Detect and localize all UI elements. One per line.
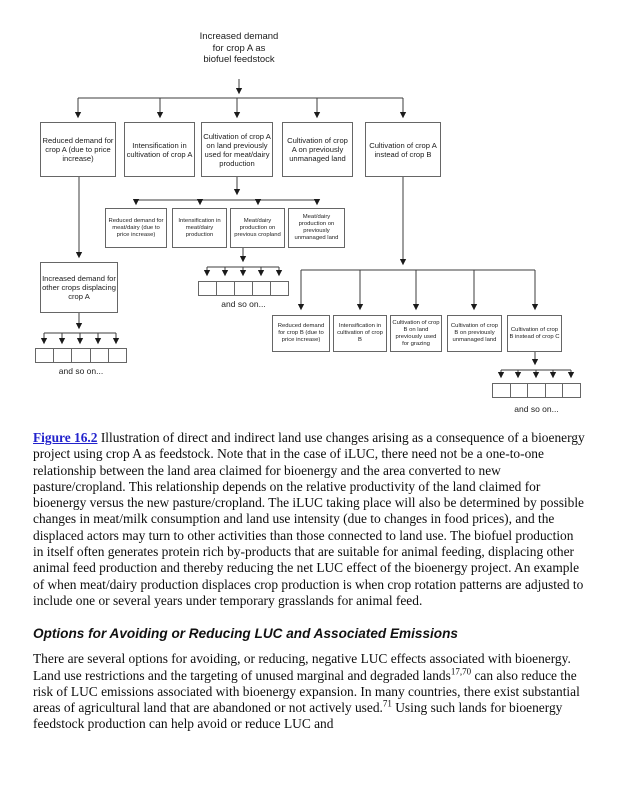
- figure-16-2-diagram: Increased demand for crop A as biofuel f…: [35, 31, 581, 414]
- placeholder-box: [270, 281, 289, 296]
- and-so-on-label-left: and so on...: [58, 366, 104, 376]
- placeholder-box: [71, 348, 91, 363]
- text-column: Figure 16.2 Illustration of direct and i…: [33, 430, 586, 733]
- figure-caption-text: Illustration of direct and indirect land…: [33, 430, 585, 608]
- placeholder-box: [198, 281, 217, 296]
- box-crop-a-instead-crop-b: Cultivation of crop A instead of crop B: [365, 122, 441, 177]
- body-paragraph: There are several options for avoiding, …: [33, 651, 586, 732]
- and-so-on-label-right: and so on...: [514, 404, 559, 414]
- box-crop-b-grazing-land: Cultivation of crop B on land previously…: [390, 315, 442, 352]
- placeholder-boxes-left: [35, 348, 128, 363]
- body-text-3: Using such lands for bioenergy feedstock…: [33, 700, 563, 732]
- root-demand-label: Increased demand for crop A as biofuel f…: [199, 31, 279, 65]
- box-reduced-demand-meat-dairy: Reduced demand for meat/dairy (due to pr…: [105, 208, 167, 248]
- box-intensification-crop-a: Intensification in cultivation of crop A: [124, 122, 195, 177]
- box-reduced-demand-crop-b: Reduced demand for crop B (due to price …: [272, 315, 330, 352]
- citation-ref-71[interactable]: 71: [382, 698, 392, 709]
- placeholder-box: [107, 348, 128, 363]
- placeholder-box: [527, 383, 546, 398]
- placeholder-boxes-right: [492, 383, 581, 398]
- placeholder-box: [492, 383, 511, 398]
- placeholder-box: [252, 281, 271, 296]
- connector-lines: [40, 79, 575, 379]
- placeholder-box: [509, 383, 529, 398]
- box-meat-dairy-previous-cropland: Meat/dairy production on previous cropla…: [230, 208, 285, 248]
- box-intensification-meat-dairy: Intensification in meat/dairy production: [172, 208, 227, 248]
- placeholder-box: [53, 348, 73, 363]
- and-so-on-label-middle: and so on...: [221, 299, 266, 309]
- placeholder-box: [35, 348, 55, 363]
- placeholder-boxes-middle: [198, 281, 289, 296]
- box-reduced-demand-crop-a: Reduced demand for crop A (due to price …: [40, 122, 116, 177]
- figure-caption: Figure 16.2 Illustration of direct and i…: [33, 430, 586, 609]
- box-crop-b-instead-crop-c: Cultivation of crop B instead of crop C: [507, 315, 562, 352]
- citation-ref-17-70[interactable]: 17,70: [450, 666, 472, 677]
- placeholder-box: [562, 383, 581, 398]
- box-intensification-crop-b: Intensification in cultivation of crop B: [333, 315, 387, 352]
- box-cultivation-unmanaged-land: Cultivation of crop A on previously unma…: [282, 122, 353, 177]
- section-heading: Options for Avoiding or Reducing LUC and…: [33, 626, 458, 642]
- figure-16-2-link[interactable]: Figure 16.2: [33, 430, 98, 445]
- placeholder-box: [216, 281, 235, 296]
- placeholder-box: [234, 281, 253, 296]
- box-cultivation-meat-dairy-land: Cultivation of crop A on land previously…: [201, 122, 273, 177]
- placeholder-box: [89, 348, 109, 363]
- body-text-1: There are several options for avoiding, …: [33, 651, 571, 683]
- box-crop-b-unmanaged-land: Cultivation of crop B on previously unma…: [447, 315, 502, 352]
- box-meat-dairy-unmanaged-land: Meat/dairy production on previously unma…: [288, 208, 345, 248]
- body-text-2: can also reduce the risk of LUC emission…: [33, 667, 580, 716]
- box-increased-demand-other-crops: Increased demand for other crops displac…: [40, 262, 118, 313]
- placeholder-box: [544, 383, 564, 398]
